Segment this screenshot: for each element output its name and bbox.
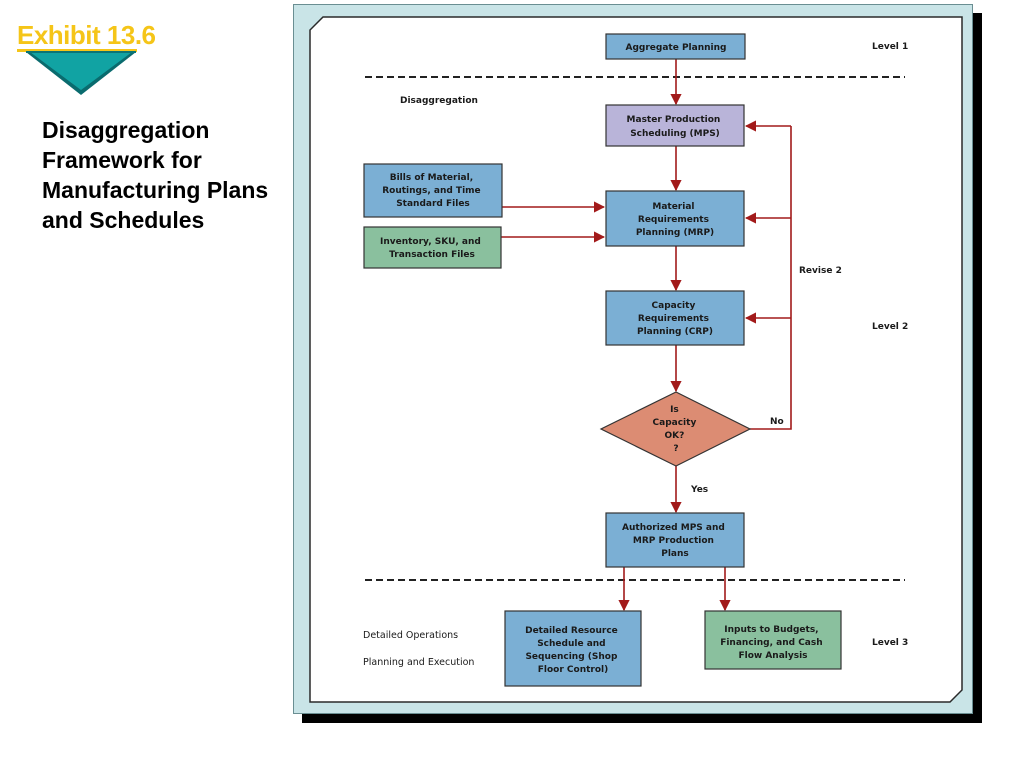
mrp-box <box>605 190 745 247</box>
mps-box <box>605 104 745 147</box>
aggregate-planning-box <box>605 33 746 60</box>
aggregate-planning-text: Aggregate Planning <box>626 43 727 53</box>
subtitle-line: Framework for <box>42 147 202 173</box>
level-2-label: Level 2 <box>872 322 908 332</box>
decision-text: Is Capacity OK? ? <box>653 405 700 454</box>
inventory-text: Inventory, SKU, and Transaction Files <box>380 237 484 260</box>
authorized-plans-box <box>605 512 745 568</box>
capacity-decision-diamond <box>599 391 752 467</box>
crp-text: Capacity Requirements Planning (CRP) <box>637 301 713 337</box>
level3-caption-line2: Planning and Execution <box>363 657 474 668</box>
detailed-resource-text: Detailed Resource Schedule and Sequencin… <box>525 626 621 675</box>
mrp-text: Material Requirements Planning (MRP) <box>636 202 714 238</box>
subtitle-line: Manufacturing Plans <box>42 177 269 203</box>
level3-caption-line1: Detailed Operations <box>363 630 458 641</box>
crp-box <box>605 290 745 346</box>
no-label: No <box>770 417 784 427</box>
mps-text: Master Production Scheduling (MPS) <box>627 115 724 139</box>
detailed-resource-box <box>504 610 642 687</box>
bom-box <box>363 163 503 218</box>
subtitle: Disaggregation Framework for Manufacturi… <box>42 115 287 235</box>
inventory-box <box>363 226 502 269</box>
subtitle-line: and Schedules <box>42 207 205 233</box>
revise-loop <box>750 126 792 430</box>
revise-label: Revise 2 <box>799 266 842 276</box>
authorized-plans-text: Authorized MPS and MRP Production Plans <box>622 523 728 559</box>
budgets-box <box>704 610 842 670</box>
subtitle-line: Disaggregation <box>42 117 210 143</box>
yes-label: Yes <box>690 485 708 495</box>
exhibit-underline <box>17 49 137 52</box>
exhibit-title: Exhibit 13.6 <box>17 20 156 50</box>
level-1-label: Level 1 <box>872 42 908 52</box>
bom-text: Bills of Material, Routings, and Time St… <box>382 173 484 209</box>
budgets-text: Inputs to Budgets, Financing, and Cash F… <box>720 625 826 661</box>
level-3-label: Level 3 <box>872 638 908 648</box>
disaggregation-label: Disaggregation <box>400 96 478 106</box>
